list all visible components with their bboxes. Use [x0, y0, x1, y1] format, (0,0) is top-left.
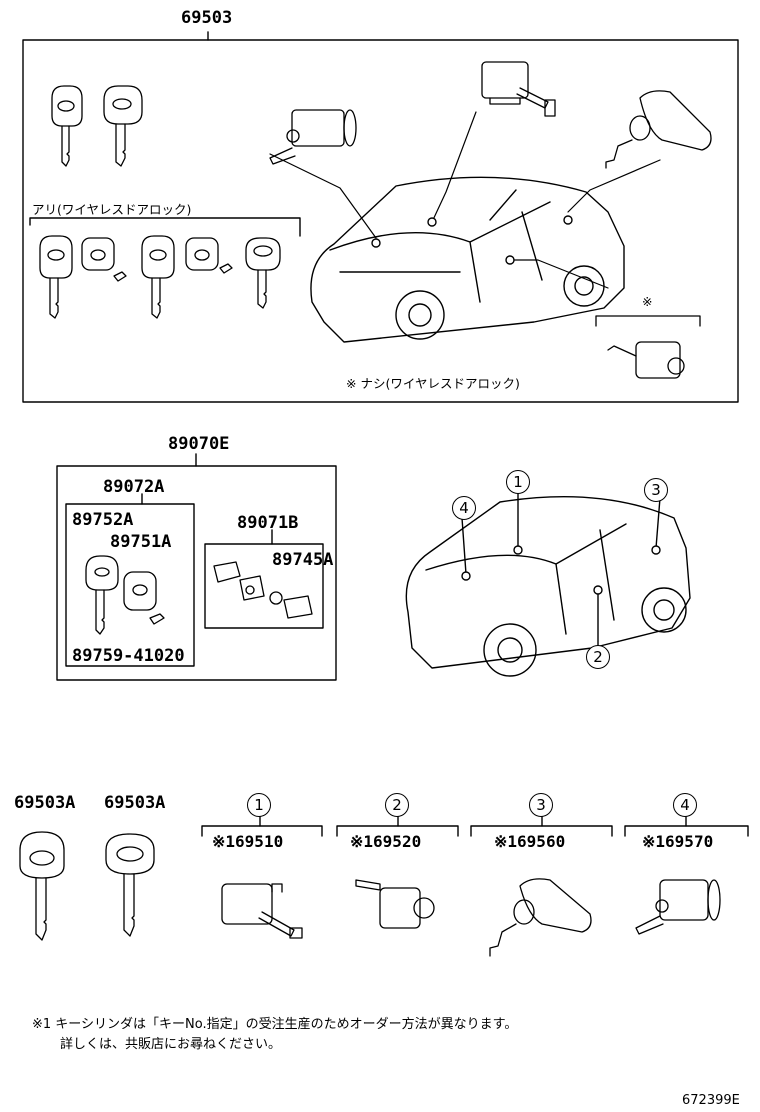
transmitter-group-part-number[interactable]: 89070E: [168, 434, 230, 454]
diagram-code: 672399E: [682, 1093, 740, 1108]
vehicle-callout-2: 2: [586, 645, 610, 669]
no-wireless-door-lock-label: ※ ナシ(ワイヤレスドアロック): [346, 376, 520, 391]
vehicle-callout-4: 4: [452, 496, 476, 520]
wireless-door-lock-label: アリ(ワイヤレスドアロック): [32, 202, 192, 217]
top-group-part-number[interactable]: 69503: [181, 8, 233, 28]
cylinder-callout-4: 4: [673, 793, 697, 817]
cylinder-brackets: [201, 815, 749, 837]
wireless-key-icons: [39, 235, 281, 319]
cylinder-callout-2: 2: [385, 793, 409, 817]
cylinder-part-number-4[interactable]: ※169570: [642, 832, 714, 851]
vehicle-callout-3: 3: [644, 478, 668, 502]
top-cylinder-back-door-icon: [605, 90, 712, 169]
no-wireless-mark: ※: [642, 294, 653, 309]
top-group-frame: [22, 31, 739, 403]
key-icon-top-2: [103, 85, 143, 167]
battery-part-number[interactable]: 89745A: [272, 550, 334, 570]
top-cylinder-no-wireless-icon: [595, 315, 701, 379]
footnote-line-2: 詳しくは、共販店にお尋ねください。: [60, 1037, 282, 1052]
cylinder-icons: [221, 878, 721, 957]
spare-key-part-number-1[interactable]: 69503A: [14, 793, 76, 813]
cylinder-callout-1: 1: [247, 793, 271, 817]
transmitter-group-frame: [56, 453, 337, 681]
transmitter-module-icons: [213, 561, 313, 619]
cylinder-part-number-2[interactable]: ※169520: [350, 832, 422, 851]
spare-key-part-number-2[interactable]: 69503A: [104, 793, 166, 813]
footnote-line-1: ※1 キーシリンダは「キーNo.指定」の受注生産のためオーダー方法が異なります。: [32, 1017, 518, 1032]
key-part-number[interactable]: 89752A: [72, 510, 134, 530]
housing-part-number[interactable]: 89751A: [110, 532, 172, 552]
top-cylinder-ignition-icon: [481, 61, 556, 117]
cylinder-callout-3: 3: [529, 793, 553, 817]
car-illustration-middle: [405, 491, 691, 677]
key-icon-top-1: [51, 85, 83, 167]
cylinder-part-number-3[interactable]: ※169560: [494, 832, 566, 851]
car-illustration-top: [269, 111, 661, 343]
spare-key-icons: [19, 831, 155, 941]
transmitter-key-icons: [85, 555, 165, 635]
sub-assembly-part-number[interactable]: 89072A: [103, 477, 165, 497]
cylinder-part-number-1[interactable]: ※169510: [212, 832, 284, 851]
top-cylinder-door-icon: [269, 109, 357, 165]
module-part-number[interactable]: 89071B: [237, 513, 299, 533]
screw-part-number[interactable]: 89759-41020: [72, 646, 185, 666]
vehicle-callout-1: 1: [506, 470, 530, 494]
